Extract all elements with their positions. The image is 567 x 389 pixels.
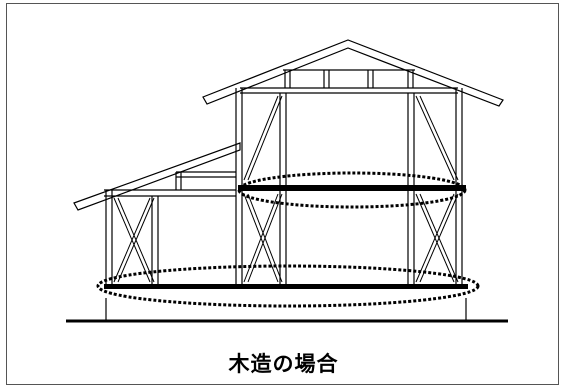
braces xyxy=(113,95,459,283)
lower-roof xyxy=(73,142,241,211)
attic-truss xyxy=(240,69,458,94)
caption: 木造の場合 xyxy=(228,352,339,376)
ground-floor-highlight xyxy=(96,264,480,308)
ground-sill xyxy=(104,284,468,289)
second-floor-highlight xyxy=(237,171,467,209)
second-floor-beam xyxy=(238,185,466,191)
upper-posts xyxy=(235,88,463,284)
main-roof xyxy=(202,39,504,107)
foundation xyxy=(105,298,467,321)
lower-block-frame xyxy=(104,171,236,284)
highlight-ellipses xyxy=(96,171,480,308)
